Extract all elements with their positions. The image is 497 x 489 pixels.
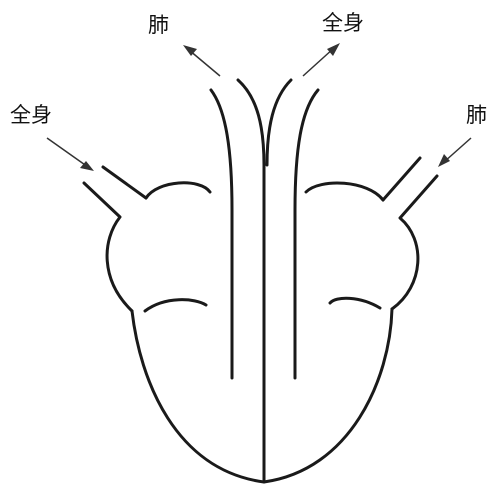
label-side-right: 肺 (466, 103, 487, 127)
label-top-right: 全身 (322, 11, 364, 35)
left-atrium-bottom (145, 300, 206, 311)
arrow-to-body-top-right (303, 43, 340, 76)
right-atrium-outline (392, 176, 437, 309)
aorta-inner (267, 80, 291, 165)
pulmonary-artery-left-outer (211, 90, 232, 378)
aorta-right-outer (295, 90, 318, 378)
label-side-left: 全身 (10, 103, 52, 127)
label-top-left: 肺 (148, 13, 169, 37)
pulmonary-artery-inner (238, 80, 264, 482)
arrow-from-lung-right (438, 138, 471, 167)
right-side-vessel-upper (383, 158, 420, 200)
arrow-from-body-left (47, 138, 94, 171)
left-atrium-outline (84, 183, 132, 311)
left-atrium-top (146, 183, 210, 198)
right-atrium-bottom (330, 298, 380, 308)
arrow-to-lung-top-left (183, 45, 220, 76)
ventricles-outline (132, 309, 392, 482)
right-atrium-top (306, 183, 383, 200)
left-side-vessel-upper (103, 167, 146, 198)
